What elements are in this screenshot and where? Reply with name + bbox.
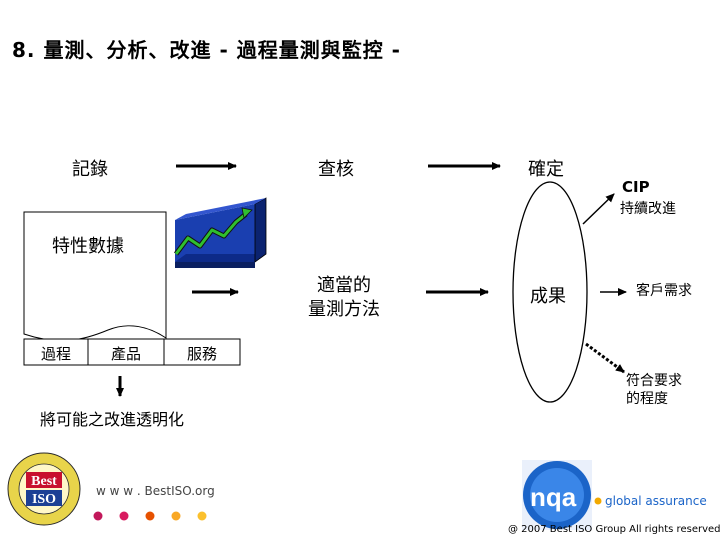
arrow-to-conformity xyxy=(586,344,624,372)
arrow-to-cip xyxy=(583,194,614,224)
color-dot xyxy=(120,512,129,521)
color-dot xyxy=(146,512,155,521)
color-dot xyxy=(94,512,103,521)
conformity-line1: 符合要求 xyxy=(626,372,682,390)
color-dot xyxy=(172,512,181,521)
color-dot xyxy=(198,512,207,521)
method-line2: 量測方法 xyxy=(304,298,384,322)
tab-process: 過程 xyxy=(24,343,88,364)
dot-row xyxy=(94,512,207,521)
logo-text-best: Best xyxy=(31,474,57,489)
tab-product: 產品 xyxy=(88,343,164,364)
method-line1: 適當的 xyxy=(304,274,384,298)
step-check-label: 查核 xyxy=(318,155,354,181)
cip-subtitle: 持續改進 xyxy=(620,198,676,218)
conformity-line2: 的程度 xyxy=(626,390,682,408)
logo-text-iso: ISO xyxy=(32,492,56,507)
cip-heading: CIP xyxy=(622,178,650,196)
customer-req-label: 客戶需求 xyxy=(636,280,692,300)
nqa-tagline: global assurance xyxy=(605,494,707,508)
method-label: 適當的 量測方法 xyxy=(304,274,384,322)
nqa-brand: nqa xyxy=(530,482,576,513)
best-iso-logo: Best ISO xyxy=(8,453,80,525)
conformity-label: 符合要求 的程度 xyxy=(626,372,682,408)
result-label: 成果 xyxy=(530,282,566,308)
copyright-text: @ 2007 Best ISO Group All rights reserve… xyxy=(508,524,720,535)
document-title: 特性數據 xyxy=(52,232,124,258)
step-confirm-label: 確定 xyxy=(528,155,564,181)
growth-chart-icon xyxy=(175,198,266,268)
website-link[interactable]: w w w . BestISO.org xyxy=(96,484,215,498)
step-record-label: 記錄 xyxy=(72,155,108,181)
transparency-label: 將可能之改進透明化 xyxy=(40,406,184,430)
tab-service: 服務 xyxy=(164,343,240,364)
